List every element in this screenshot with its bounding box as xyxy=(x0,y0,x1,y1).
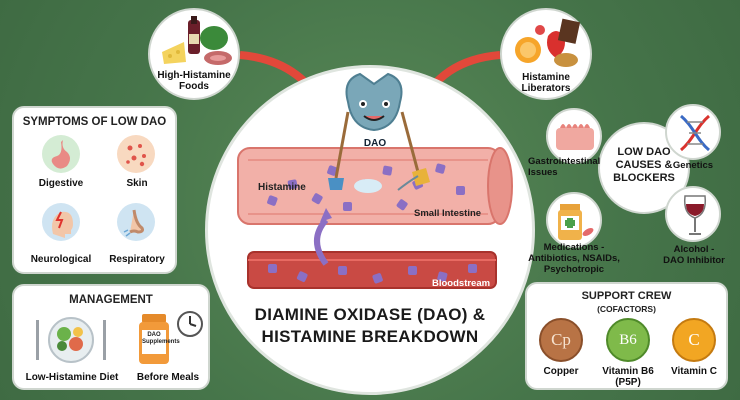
dao-mascot xyxy=(328,72,430,190)
stomach-icon xyxy=(42,135,80,173)
alcohol-bubble xyxy=(665,186,721,242)
dna-icon xyxy=(680,114,710,152)
histamine-liberators-label: Histamine Liberators xyxy=(521,72,571,94)
histamine-liberators-bubble: Histamine Liberators xyxy=(500,8,592,100)
gi-issues-bubble xyxy=(546,108,602,164)
copper-symbol: Cp xyxy=(551,330,571,349)
management-card: MANAGEMENT Low-Histamine Diet DAO Supple… xyxy=(12,284,210,390)
support-subtitle: (COFACTORS) xyxy=(597,304,656,314)
support-crew-card: SUPPORT CREW (COFACTORS) Cp Copper B6 Vi… xyxy=(525,282,728,390)
symptom-neurological-label: Neurological xyxy=(30,254,92,265)
foods-icon xyxy=(162,16,232,65)
skin-icon xyxy=(117,135,155,173)
intestine-wall-icon xyxy=(556,124,594,150)
management-title: MANAGEMENT xyxy=(69,294,153,306)
vitamin-c-symbol: C xyxy=(688,330,700,349)
liberators-icon xyxy=(515,18,581,67)
management-diet-label: Low-Histamine Diet xyxy=(25,372,119,383)
absorption-arrow xyxy=(314,217,329,266)
dao-mascot-label: DAO xyxy=(363,138,387,149)
histamine-label: Histamine xyxy=(258,182,306,193)
genetics-label: Genetics xyxy=(672,160,714,171)
wine-glass-icon xyxy=(683,195,707,235)
symptom-skin-label: Skin xyxy=(126,178,148,189)
vitamin-b6-badge: B6 xyxy=(606,318,650,362)
bottle-text: DAO Supplements xyxy=(142,332,180,345)
vitamin-b6-label: Vitamin B6 (P5P) xyxy=(602,366,654,388)
symptoms-title: SYMPTOMS OF LOW DAO xyxy=(22,116,167,128)
symptom-digestive-label: Digestive xyxy=(38,178,84,189)
vitamin-b6-symbol: B6 xyxy=(619,331,637,348)
digestion-scene xyxy=(237,72,513,289)
support-title: SUPPORT CREW xyxy=(581,290,672,302)
nose-icon xyxy=(117,203,155,241)
vitamin-c-label: Vitamin C xyxy=(671,366,717,377)
small-intestine-label: Small Intestine xyxy=(414,208,482,219)
gi-issues-label: Gastrointestinal Issues xyxy=(528,156,601,178)
blood-molecules xyxy=(268,264,477,284)
copper-label: Copper xyxy=(543,366,579,377)
bloodstream-label: Bloodstream xyxy=(432,278,491,289)
alcohol-label: Alcohol - DAO Inhibitor xyxy=(663,244,725,266)
causes-center-text: LOW DAO CAUSES & BLOCKERS xyxy=(613,146,675,184)
copper-badge: Cp xyxy=(539,318,583,362)
center-circle: DAO Histamine Small Intestine Bloodstrea… xyxy=(205,65,535,395)
medications-label: Medications - Antibiotics, NSAIDs, Psych… xyxy=(528,242,620,275)
head-icon xyxy=(42,203,80,241)
symptom-respiratory-label: Respiratory xyxy=(109,254,165,265)
genetics-bubble xyxy=(665,104,721,160)
symptoms-card: SYMPTOMS OF LOW DAO Digestive Skin Neuro… xyxy=(12,106,177,274)
medications-bubble xyxy=(546,192,602,248)
management-meals-label: Before Meals xyxy=(136,372,200,383)
supplement-bottle-icon xyxy=(139,314,169,364)
center-title-line2: HISTAMINE BREAKDOWN xyxy=(261,327,479,346)
plate-icon xyxy=(36,317,106,363)
vitamin-c-badge: C xyxy=(672,318,716,362)
pill-bottle-icon xyxy=(558,204,594,240)
center-title-line1: DIAMINE OXIDASE (DAO) & xyxy=(254,305,486,324)
high-histamine-foods-label: High-Histamine Foods xyxy=(157,70,231,92)
high-histamine-foods-bubble: High-Histamine Foods xyxy=(148,8,240,100)
clock-icon xyxy=(177,311,203,337)
